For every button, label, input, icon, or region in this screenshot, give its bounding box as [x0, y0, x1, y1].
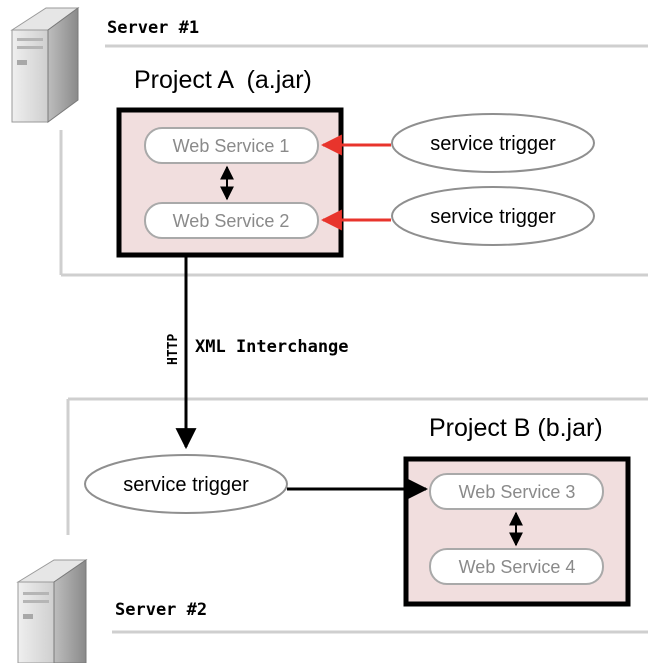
project-a-title: Project A (a.jar) [134, 66, 312, 94]
web-service-3-label: Web Service 3 [459, 482, 576, 502]
service-trigger-1 [391, 113, 595, 173]
server-1-frame [59, 44, 648, 277]
service-trigger-3-label: service trigger [123, 474, 249, 496]
web-service-3-box [429, 473, 604, 510]
service-trigger-2 [391, 186, 595, 246]
web-service-1-box [144, 127, 319, 164]
web-service-2-box [144, 202, 319, 239]
http-label: HTTP [166, 334, 181, 365]
web-service-4-box [429, 548, 604, 585]
web-service-2-label: Web Service 2 [173, 211, 290, 231]
service-trigger-1-label: service trigger [430, 133, 556, 155]
web-service-1-label: Web Service 1 [173, 136, 290, 156]
xml-interchange-label: XML Interchange [195, 337, 349, 357]
web-service-4-label: Web Service 4 [459, 557, 576, 577]
server-1-label: Server #1 [107, 18, 199, 38]
server-2-icon [16, 559, 88, 663]
service-trigger-3 [84, 454, 288, 514]
server-2-frame [66, 397, 648, 634]
server-1-icon [10, 7, 80, 123]
server-2-label: Server #2 [115, 600, 207, 620]
project-b-title: Project B (b.jar) [429, 414, 603, 442]
service-trigger-2-label: service trigger [430, 206, 556, 228]
